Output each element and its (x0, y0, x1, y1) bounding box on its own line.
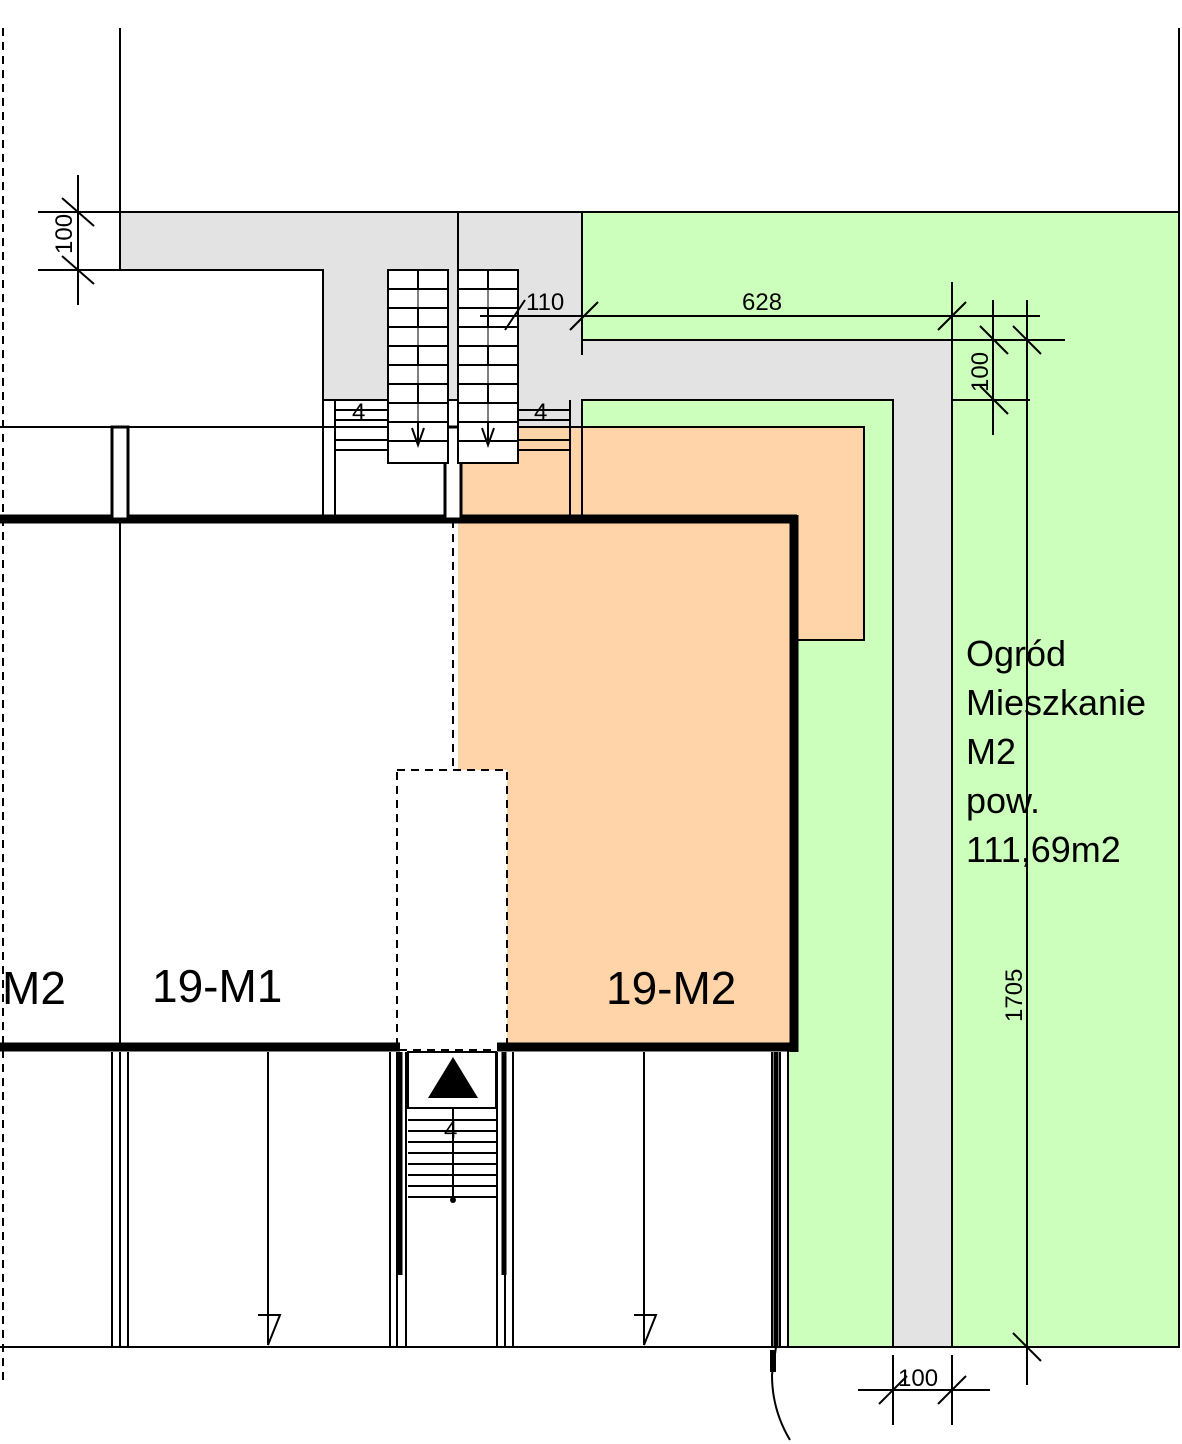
unit-label-left: M2 (2, 962, 66, 1014)
unit-label-19-m2: 19-M2 (606, 962, 736, 1014)
stair-steps-right: 4 (534, 399, 547, 426)
unit-highlight-19-m2 (458, 427, 864, 1047)
stairwell-void (396, 769, 508, 1051)
entry-triangle-icon (428, 1057, 478, 1098)
garden-label-line1: Ogród (966, 633, 1066, 674)
dim-right-vertical: 100 (967, 352, 994, 392)
door-swing-left (258, 1314, 282, 1346)
door-swing-right (634, 1314, 658, 1346)
unit-label-19-m1: 19-M1 (152, 960, 282, 1012)
stair-steps-bottom: 4 (444, 1117, 457, 1144)
stairs-bottom (408, 1108, 497, 1200)
garden-label-line3: M2 (966, 731, 1016, 772)
garden-label-line4: pow. (966, 780, 1040, 821)
dim-bottom-walkway: 100 (898, 1365, 938, 1392)
garden-label-line2: Mieszkanie (966, 682, 1146, 723)
dim-top-left-vertical: 100 (51, 214, 78, 254)
stair-steps-left: 4 (352, 399, 365, 426)
garden-label-line5: 111,69m2 (966, 829, 1121, 870)
column-top-left (110, 425, 130, 521)
dim-garden-depth: 1705 (1001, 969, 1028, 1022)
dim-top-span: 628 (742, 289, 782, 316)
dim-walkway-gap: 110 (526, 289, 564, 316)
